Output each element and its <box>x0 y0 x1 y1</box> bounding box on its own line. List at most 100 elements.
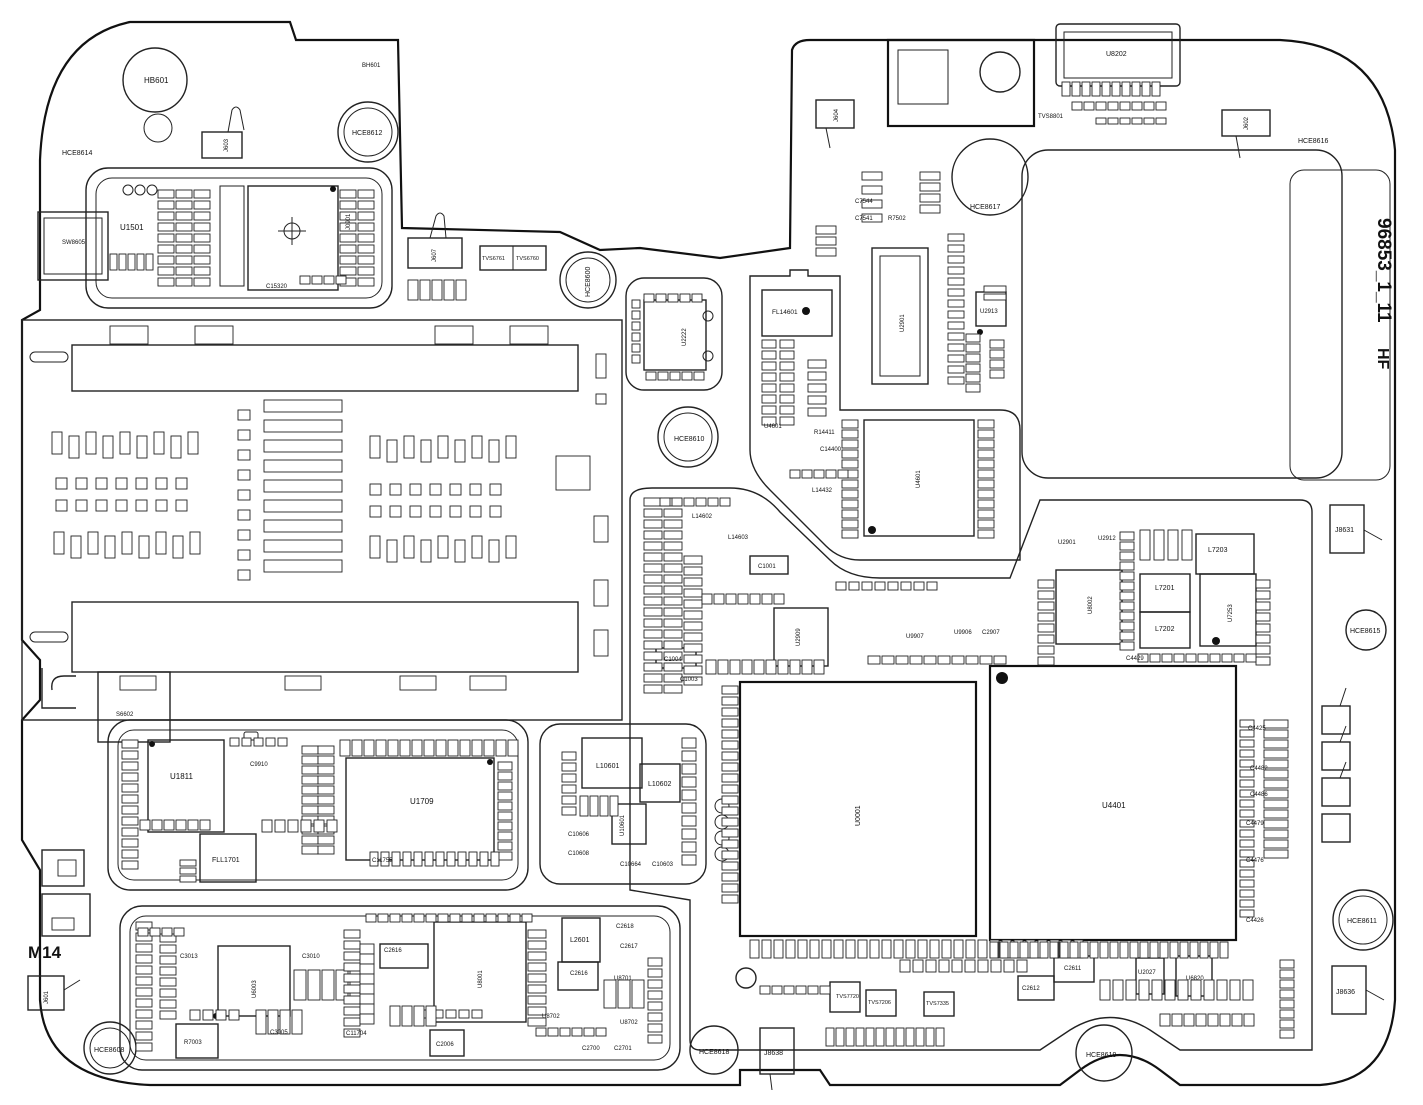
smd-pad <box>1239 839 1255 848</box>
c2618-label: C2618 <box>616 924 634 930</box>
smd-pad <box>189 1009 201 1021</box>
smd-pad <box>1171 1013 1183 1027</box>
smd-pad <box>343 1028 361 1038</box>
smd-pad <box>413 1005 425 1027</box>
smd-pad <box>561 773 577 783</box>
via-a <box>122 184 134 196</box>
smd-pad <box>807 371 827 381</box>
smd-pad <box>977 499 995 509</box>
smd-pad <box>57 859 77 877</box>
smd-pad <box>87 531 99 555</box>
silkscreen-labels: HB601 BH601 HCE8614 HCE8612 HCE8616 HCE8… <box>28 51 1394 1059</box>
smd-pad <box>187 819 199 831</box>
smd-pad <box>317 805 335 815</box>
smd-pad <box>1037 634 1055 644</box>
smd-pad <box>583 1027 595 1037</box>
smd-pad <box>1159 1013 1171 1027</box>
l7203-body <box>1195 533 1255 575</box>
smd-pad <box>761 350 777 360</box>
smd-pad <box>801 469 813 479</box>
smd-pad <box>900 581 912 591</box>
smd-pad <box>779 372 795 382</box>
smd-pad <box>497 821 513 831</box>
smd-pad <box>681 763 697 775</box>
smd-pad <box>193 189 211 199</box>
smd-pad <box>490 851 500 867</box>
board-id-label: 96853_1_11 <box>1373 218 1394 323</box>
smd-pad <box>1137 653 1149 663</box>
smd-pad <box>357 222 375 232</box>
smd-pad <box>135 943 153 953</box>
smd-pad <box>663 629 683 639</box>
u6003-label: U6003 <box>252 980 258 998</box>
smd-pad <box>631 299 641 309</box>
smd-pad <box>449 913 461 923</box>
bh601-label: BH601 <box>362 63 381 69</box>
smd-pad <box>135 965 153 975</box>
smd-pad <box>1195 1013 1207 1027</box>
smd-pad <box>561 784 577 794</box>
smd-pad <box>229 737 240 747</box>
smd-pad <box>721 707 739 717</box>
smd-pad <box>1119 571 1135 581</box>
smd-pad <box>159 988 177 998</box>
smd-pad <box>919 204 941 214</box>
smd-pad <box>701 593 713 605</box>
smd-pad <box>135 1042 153 1052</box>
smd-pad <box>657 371 669 381</box>
smd-pad <box>253 737 264 747</box>
smd-pad <box>669 371 681 381</box>
smd-pad <box>749 939 760 959</box>
smd-pad <box>741 659 753 675</box>
smd-pad <box>719 497 731 507</box>
smd-pad <box>1263 779 1289 789</box>
smd-pad <box>153 431 165 455</box>
smd-pad <box>721 861 739 871</box>
smd-pad <box>175 233 193 243</box>
smd-pad <box>509 325 549 345</box>
smd-pad <box>977 479 995 489</box>
smd-pad <box>1037 623 1055 633</box>
c4482-label: C4482 <box>1250 766 1268 772</box>
c2700-label: C2700 <box>582 1046 600 1052</box>
smd-pad <box>485 913 497 923</box>
smd-pad <box>721 762 739 772</box>
smd-pad <box>343 995 361 1005</box>
connector-top-bar <box>71 344 579 392</box>
smd-pad <box>773 939 784 959</box>
s6602-hook <box>41 668 76 709</box>
smd-pad <box>737 593 749 605</box>
smd-pad <box>157 222 175 232</box>
smd-pad <box>469 675 507 691</box>
smd-pad <box>691 293 703 303</box>
smd-pad <box>609 795 619 817</box>
smd-pad <box>771 985 783 995</box>
smd-pad <box>683 577 703 587</box>
smd-pad <box>1197 653 1209 663</box>
smd-pad <box>287 819 299 833</box>
smd-pad <box>446 851 456 867</box>
c1001-label: C1001 <box>758 564 776 570</box>
smd-pad <box>1143 101 1155 111</box>
smd-pad <box>857 939 868 959</box>
hb601-hole <box>122 47 188 113</box>
smd-pad <box>893 939 904 959</box>
smd-pad <box>175 244 193 254</box>
smd-pad <box>663 607 683 617</box>
smd-pad <box>155 477 168 490</box>
c15320-can <box>247 185 339 291</box>
smd-pad <box>284 675 322 691</box>
smd-pad <box>861 213 883 223</box>
smd-pad <box>1151 81 1161 97</box>
smd-pad <box>389 1005 401 1027</box>
hce8619-hole <box>1075 1024 1133 1082</box>
smd-pad <box>471 1009 483 1019</box>
smd-pad <box>667 293 679 303</box>
smd-pad <box>175 819 187 831</box>
smd-pad <box>1059 941 1069 959</box>
l15300 <box>219 185 245 287</box>
smd-pad <box>935 1027 945 1047</box>
smd-pad <box>683 555 703 565</box>
smd-pad <box>488 439 500 463</box>
smd-pad <box>595 353 607 379</box>
